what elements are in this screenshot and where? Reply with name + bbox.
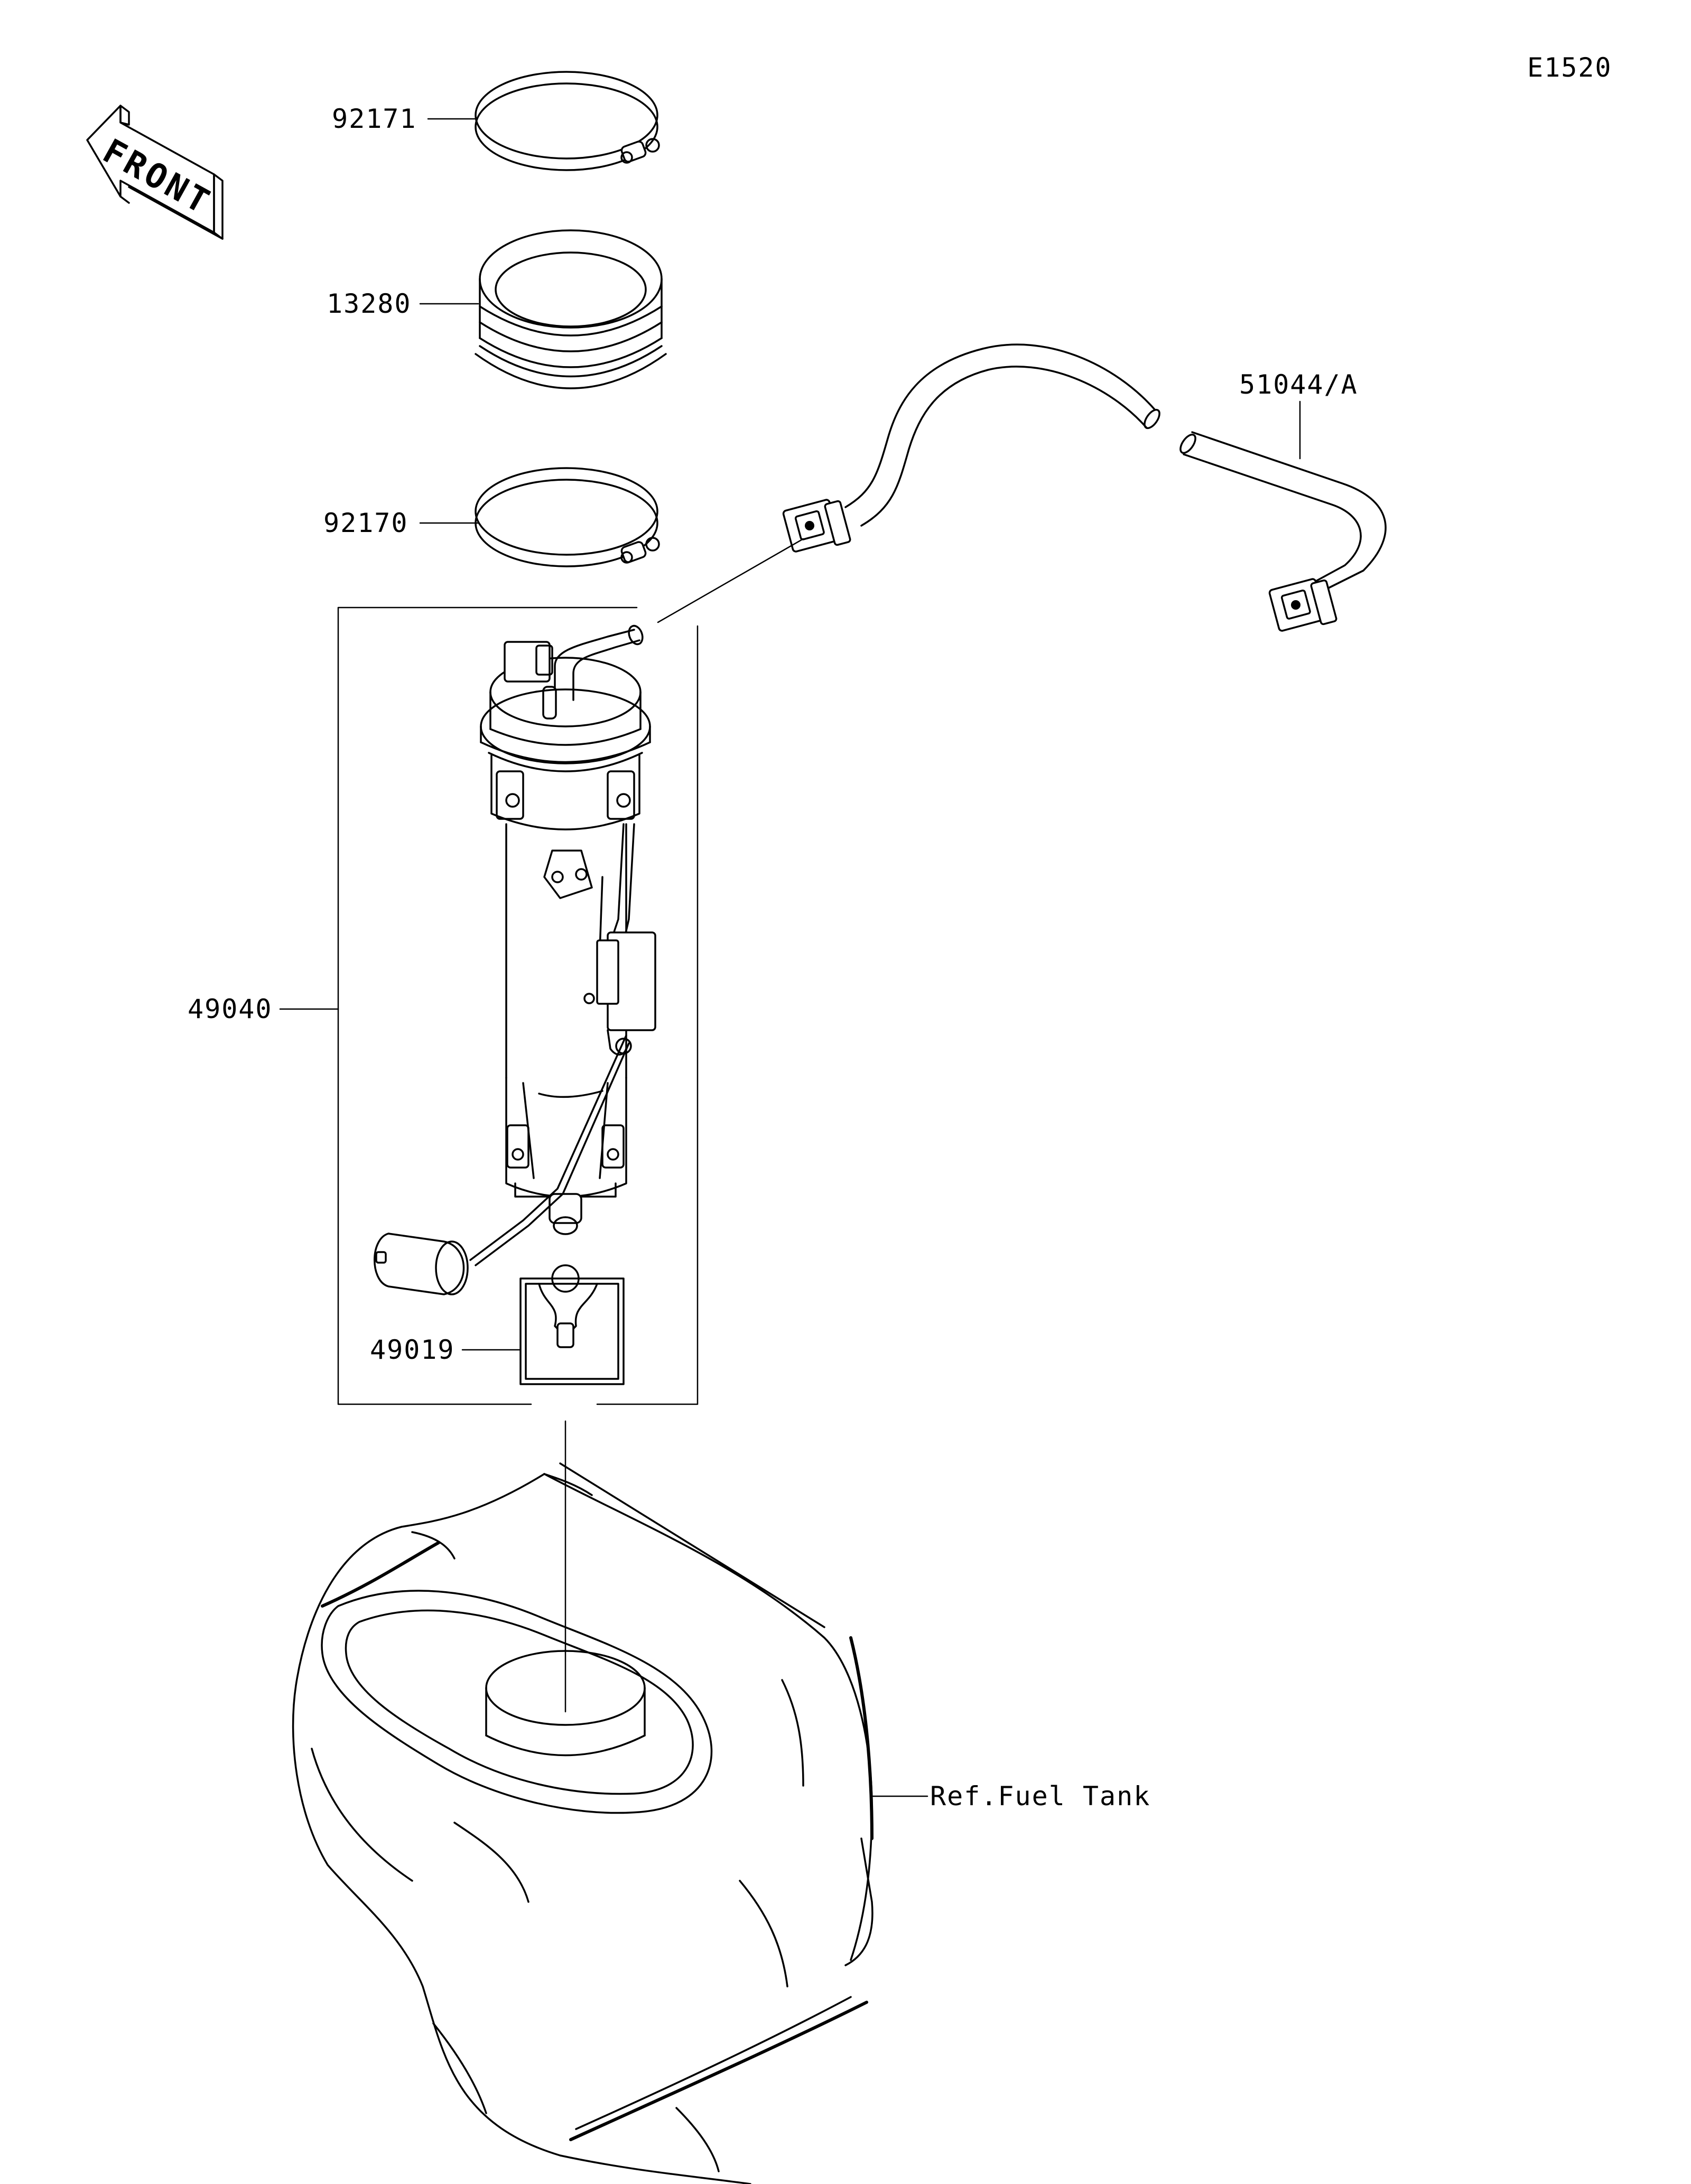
- assembly-bracket-right: [596, 625, 699, 1405]
- front-arrow-icon: FRONT: [86, 105, 224, 240]
- clamp-92170: [475, 467, 660, 567]
- diagram-code: E1520: [1527, 52, 1612, 83]
- label-fuel-tank: Ref.Fuel Tank: [930, 1781, 1150, 1812]
- fuel-filter-49019: [519, 1264, 625, 1385]
- label-49040: 49040: [188, 994, 273, 1024]
- label-92170: 92170: [323, 508, 408, 538]
- leader-hose-to-pump: [657, 538, 804, 623]
- fuel-tank: [292, 1462, 874, 2184]
- label-13280: 13280: [327, 288, 412, 319]
- clamp-92171: [475, 71, 660, 171]
- label-51044A: 51044/A: [1239, 369, 1358, 400]
- label-49019: 49019: [370, 1334, 455, 1365]
- assembly-bracket: [337, 606, 638, 1405]
- fuel-hose-51044A: [782, 343, 1387, 632]
- label-92171: 92171: [332, 104, 417, 134]
- grommet-13280: [475, 229, 667, 389]
- fuel-pump-assembly-49040: [374, 624, 656, 1295]
